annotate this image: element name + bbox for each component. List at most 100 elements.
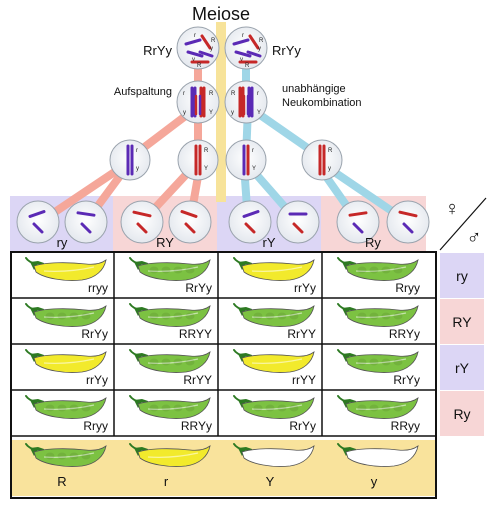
meiosis2-cell-4: Ry (301, 139, 343, 181)
side-band-rY (440, 345, 484, 390)
side-band-Ry (440, 391, 484, 436)
pod-green (233, 303, 315, 327)
cell-genotype: rrYY (292, 373, 316, 387)
meiosis2-cell-2: RY (177, 139, 219, 181)
cell-genotype: rryy (88, 281, 108, 295)
svg-text:Y: Y (257, 110, 261, 116)
cell-genotype: rrYy (86, 373, 108, 387)
side-label-Ry: Ry (453, 406, 470, 422)
female-symbol: ♀ (445, 198, 460, 220)
pod-green (233, 395, 315, 419)
cell-genotype: RRYy (181, 419, 212, 433)
svg-text:r: r (252, 148, 254, 154)
cell-genotype: RrYY (287, 327, 316, 341)
pod-yellow (233, 349, 315, 373)
svg-text:y: y (210, 46, 213, 52)
svg-text:R: R (328, 148, 333, 154)
svg-text:R: R (259, 38, 264, 44)
svg-text:Y: Y (252, 166, 256, 172)
gamete-cell-5 (228, 200, 272, 244)
svg-text:r: r (242, 33, 244, 39)
cell-genotype: rrYy (294, 281, 316, 295)
symbol-divider (439, 197, 487, 251)
diagram-title: Meiose (192, 4, 250, 24)
pod-green (129, 257, 211, 281)
svg-text:r: r (136, 148, 138, 154)
pod-green (337, 303, 419, 327)
gamete-label-rY: rY (263, 235, 276, 250)
pod-green (129, 395, 211, 419)
svg-text:Y: Y (209, 110, 213, 116)
legend-pod-green (25, 443, 107, 467)
parent-genotype-left: RrYy (143, 43, 172, 58)
cell-genotype: RrYY (183, 373, 212, 387)
svg-text:R: R (211, 38, 216, 44)
punnett-frame (10, 251, 437, 499)
svg-text:y: y (240, 57, 243, 63)
pod-green (337, 257, 419, 281)
svg-text:Y: Y (204, 166, 208, 172)
punnett-gridlines (11, 252, 436, 437)
label-independent-line1: unabhängige (282, 83, 346, 95)
gamete-cell-6 (276, 200, 320, 244)
gamete-cell-1 (16, 200, 60, 244)
legend-label: r (164, 474, 169, 489)
svg-text:r: r (194, 33, 196, 39)
gamete-cell-3 (120, 200, 164, 244)
pod-green (129, 303, 211, 327)
male-symbol: ♂ (467, 227, 482, 249)
svg-text:y: y (258, 46, 261, 52)
svg-text:y: y (328, 166, 331, 172)
label-independent-line2: Neukombination (282, 97, 362, 109)
cell-genotype: RrYy (393, 373, 420, 387)
pod-yellow (25, 349, 107, 373)
svg-text:R: R (231, 91, 236, 97)
svg-text:R: R (209, 91, 214, 97)
gamete-cell-7 (336, 200, 380, 244)
legend-label: y (371, 474, 378, 489)
cell-genotype: RRyy (391, 419, 420, 433)
svg-text:R: R (197, 63, 202, 69)
pod-green (25, 303, 107, 327)
cell-genotype: RrYy (185, 281, 212, 295)
pod-green (25, 395, 107, 419)
pod-yellow (233, 257, 315, 281)
svg-text:y: y (192, 57, 195, 63)
gamete-cell-4 (168, 200, 212, 244)
meiosis2-cell-1: ry (109, 139, 151, 181)
legend-pod-yellow (129, 443, 211, 467)
cell-genotype: Rryy (83, 419, 108, 433)
gamete-label-RY: RY (156, 235, 174, 250)
svg-text:y: y (136, 166, 139, 172)
side-label-rY: rY (455, 360, 470, 376)
gamete-cell-2 (64, 200, 108, 244)
cell-genotype: RrYy (81, 327, 108, 341)
pod-yellow (25, 257, 107, 281)
svg-text:r: r (257, 91, 259, 97)
cell-genotype: Rryy (395, 281, 420, 295)
side-label-ry: ry (456, 268, 468, 284)
svg-text:r: r (183, 91, 185, 97)
svg-text:R: R (245, 63, 250, 69)
cell-genotype: RrYy (289, 419, 316, 433)
label-segregation: Aufspaltung (114, 86, 172, 98)
legend-pod-white (337, 443, 419, 467)
cell-genotype: RRYy (389, 327, 420, 341)
pod-green (337, 395, 419, 419)
meiosis2-cell-3: rY (225, 139, 267, 181)
svg-text:R: R (204, 148, 209, 154)
gamete-label-ry: ry (57, 235, 68, 250)
pod-green (337, 349, 419, 373)
parent-genotype-right: RrYy (272, 43, 301, 58)
cell-genotype: RRYY (179, 327, 212, 341)
side-band-ry (440, 253, 484, 298)
center-stripe (216, 22, 226, 202)
legend-label: Y (266, 474, 275, 489)
legend-pod-white (233, 443, 315, 467)
